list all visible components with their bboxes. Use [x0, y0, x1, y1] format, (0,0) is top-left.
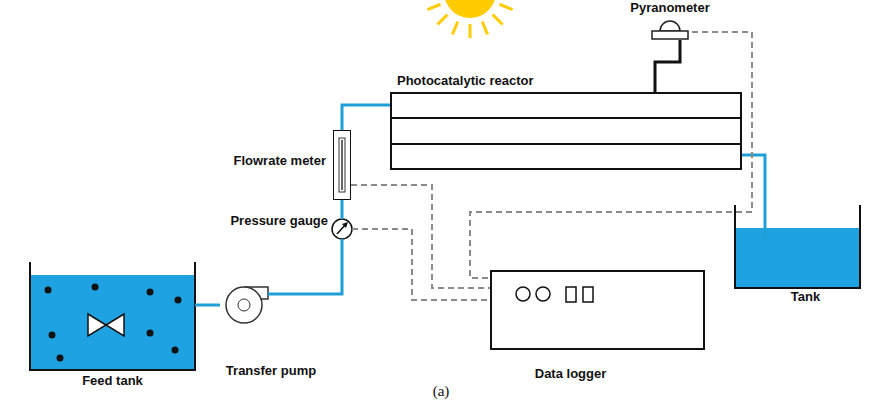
water-pipe — [342, 105, 390, 130]
node-label: Data logger — [535, 366, 607, 382]
figure-caption: (a) — [433, 383, 450, 400]
node-label: Transfer pump — [226, 363, 316, 379]
sun-symbol — [424, 0, 516, 38]
node-label: Tank — [791, 289, 820, 305]
water-pipe — [195, 305, 220, 306]
pressure-gauge: Pressure gauge — [332, 219, 352, 239]
water — [736, 228, 859, 287]
flowmeter-tube — [339, 138, 345, 192]
flowmeter-float — [341, 140, 343, 190]
collection-tank: Tank — [735, 205, 860, 288]
node-label: Photocatalytic reactor — [397, 73, 534, 89]
water — [31, 275, 194, 369]
reactor-tube — [391, 117, 741, 119]
tank-wall — [30, 262, 195, 370]
reactor-tube — [391, 143, 741, 145]
data-logger-box: Data logger — [490, 270, 705, 350]
node-label: Feed tank — [82, 373, 143, 389]
feed-tank: Feed tank — [30, 262, 195, 370]
flowmeter-box: Flowrate meter — [333, 130, 351, 200]
water-pipe — [342, 200, 343, 219]
valve-symbol — [88, 314, 124, 336]
pump-symbol — [226, 287, 268, 323]
mount-bracket — [655, 40, 680, 92]
water-pipe — [742, 155, 765, 205]
pyranometer-symbol — [652, 21, 688, 39]
water-pipe — [268, 239, 342, 294]
transfer-pump: Transfer pump — [220, 285, 268, 325]
pipe-inlet — [764, 205, 767, 240]
gauge-symbol — [332, 219, 352, 239]
reactor-box: Photocatalytic reactor — [390, 92, 742, 170]
logger-display — [516, 287, 593, 302]
pyranometer-sensor: Pyranometer — [648, 20, 692, 40]
tank-wall — [735, 205, 860, 288]
node-label: Pyranometer — [630, 0, 709, 16]
node-label: Flowrate meter — [234, 153, 326, 169]
node-label: Pressure gauge — [230, 213, 328, 229]
signal-line — [470, 32, 752, 278]
